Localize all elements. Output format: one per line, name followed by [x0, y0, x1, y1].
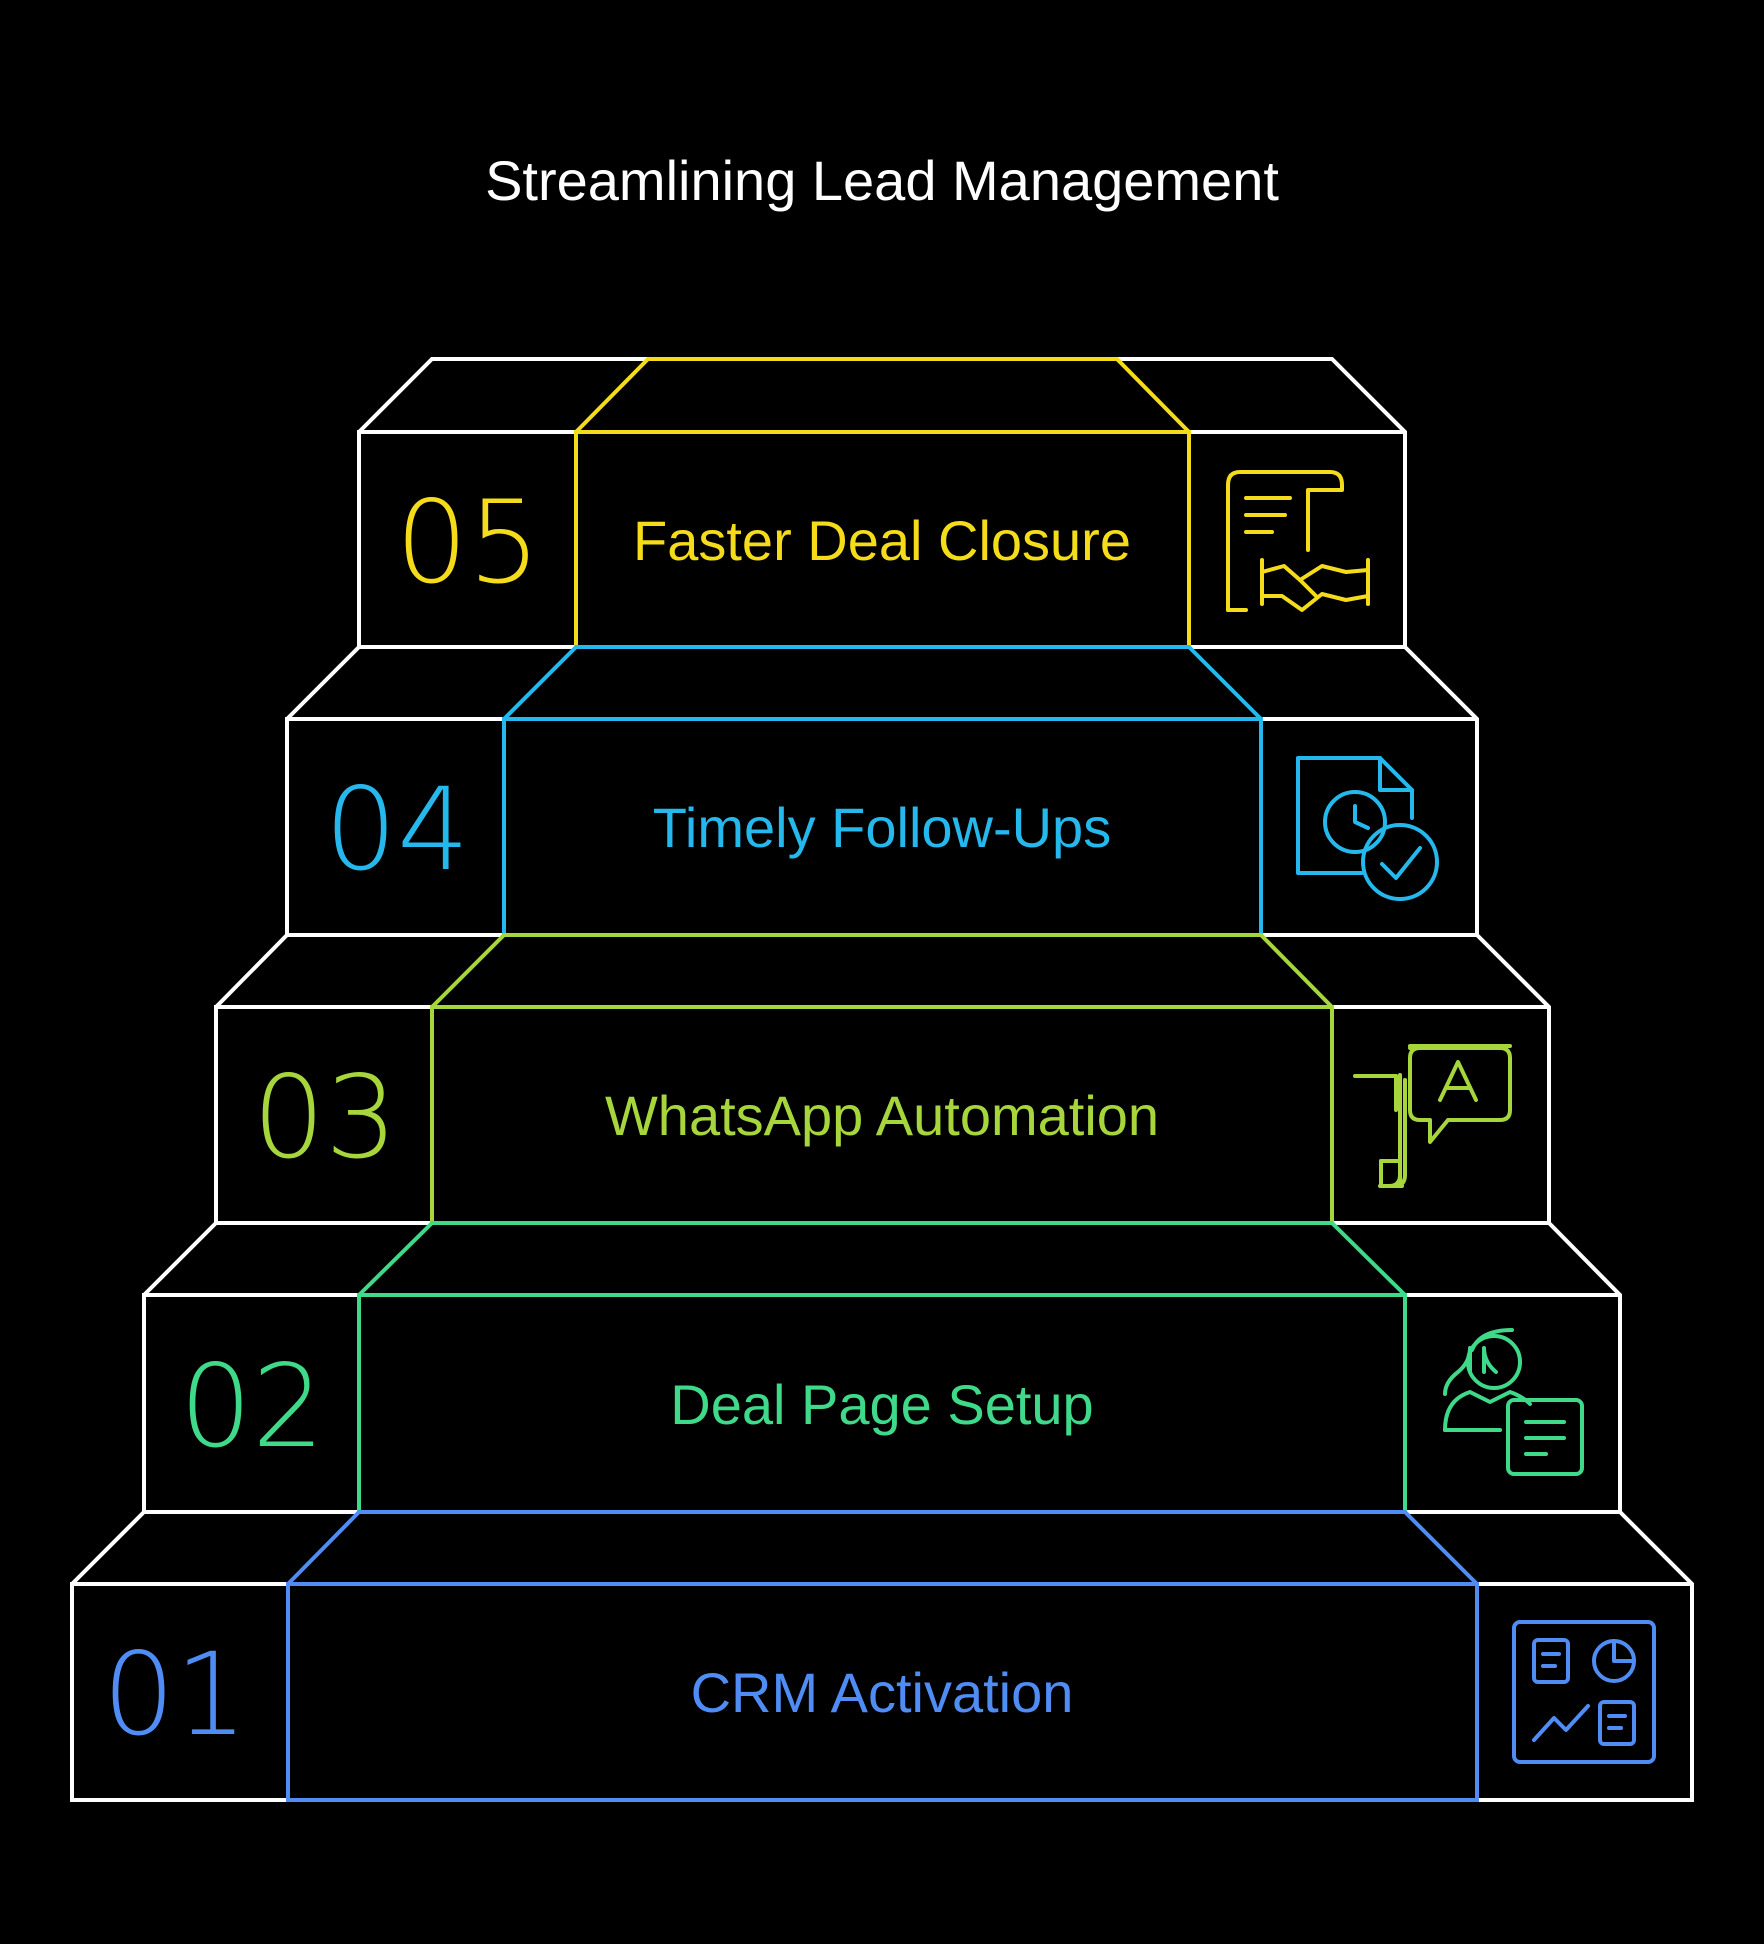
step-3-band-top	[430, 933, 1334, 1009]
step-1-band-top	[286, 1510, 1479, 1586]
step-3-band	[430, 933, 1334, 1225]
step-5-label: Faster Deal Closure	[633, 509, 1131, 572]
step-2-band	[357, 1221, 1407, 1514]
step-3-number: 03	[252, 1051, 397, 1184]
step-1-band	[286, 1510, 1479, 1802]
diagram-title: Streamlining Lead Management	[485, 149, 1279, 212]
clock-document-check-icon	[1296, 756, 1439, 901]
step-2-number: 02	[179, 1340, 324, 1473]
step-5-band	[574, 357, 1191, 649]
step-5-number: 05	[395, 476, 540, 609]
step-4-band	[502, 645, 1263, 937]
step-2-frame	[142, 1221, 1622, 1514]
step-5-band-top	[574, 357, 1191, 434]
step-1-band-front	[286, 1582, 1479, 1802]
phone-message-icon	[1353, 1044, 1512, 1188]
step-2-label: Deal Page Setup	[670, 1373, 1093, 1436]
step-3-frame	[214, 933, 1551, 1225]
step-5-frame	[357, 357, 1407, 649]
step-numbers: 05 04 03 02 01	[102, 476, 540, 1761]
contract-handshake-icon	[1226, 470, 1370, 612]
step-2-band-top	[357, 1221, 1407, 1297]
step-bands	[286, 357, 1479, 1802]
step-4-frame	[285, 645, 1479, 937]
step-4-number: 04	[324, 763, 469, 896]
step-4-label: Timely Follow-Ups	[653, 796, 1111, 859]
dashboard-icon	[1512, 1620, 1656, 1764]
step-1-label: CRM Activation	[691, 1661, 1074, 1724]
step-3-label: WhatsApp Automation	[605, 1084, 1159, 1147]
step-1-number: 01	[102, 1628, 247, 1761]
step-4-band-top	[502, 645, 1263, 721]
step-labels: Faster Deal Closure Timely Follow-Ups Wh…	[605, 509, 1159, 1724]
user-document-icon	[1443, 1328, 1584, 1476]
